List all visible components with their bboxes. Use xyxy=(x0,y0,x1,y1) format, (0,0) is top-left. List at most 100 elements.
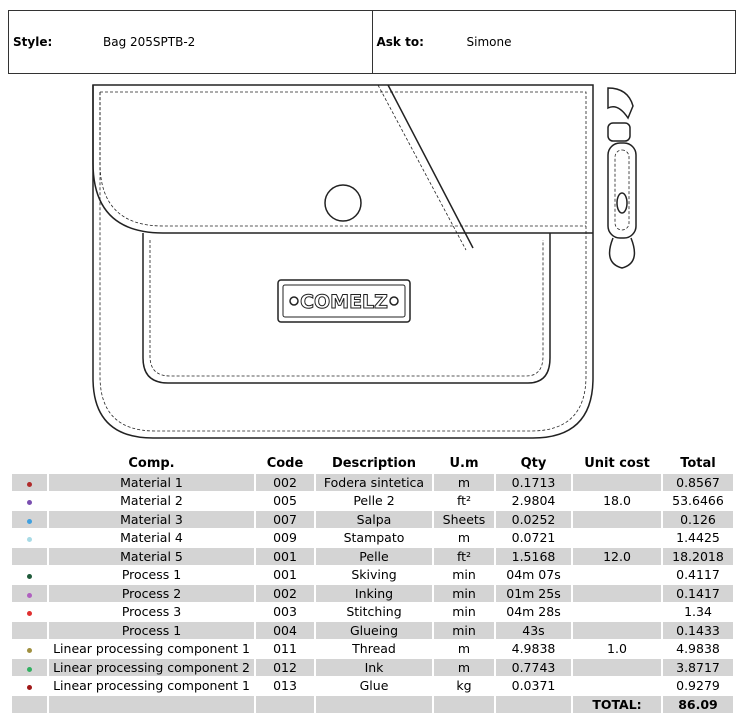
col-description: Description xyxy=(331,456,417,472)
color-cell xyxy=(12,603,47,621)
style-value: Bag 205SPTB-2 xyxy=(103,35,196,49)
total-row: TOTAL:86.09 xyxy=(12,695,733,713)
cell-unit: 18.0 xyxy=(603,493,631,509)
cell-qty: 0.7743 xyxy=(496,658,571,676)
cell-comp: Material 4 xyxy=(120,530,183,546)
cell-unit: 1.0 xyxy=(607,641,627,657)
cell-total: 0.4117 xyxy=(676,567,720,583)
cell-unit xyxy=(573,658,661,676)
cell-unit xyxy=(573,510,661,528)
color-dot-icon xyxy=(27,666,32,672)
cell-um: kg xyxy=(456,678,472,694)
style-label: Style: xyxy=(13,35,53,49)
cell-code: 001 xyxy=(256,547,314,565)
color-cell xyxy=(12,473,47,491)
cell-total: 18.2018 xyxy=(663,547,733,565)
cell-qty: 0.0371 xyxy=(511,678,556,694)
cell-desc: Inking xyxy=(316,584,432,602)
color-cell xyxy=(12,529,47,547)
cell-qty: 04m 07s xyxy=(506,567,561,583)
color-dot-icon xyxy=(27,611,32,617)
cell-total: 0.8567 xyxy=(663,473,733,491)
cell-unit: 12.0 xyxy=(573,547,661,565)
color-dot-icon xyxy=(27,481,32,487)
cell-um: min xyxy=(434,584,494,602)
cost-table: Comp. Code Description U.m Qty Unit cost… xyxy=(10,454,735,714)
col-qty: Qty xyxy=(520,456,547,472)
color-cell xyxy=(12,640,47,658)
cell-um: min xyxy=(434,621,494,639)
cell-qty: 0.0721 xyxy=(511,530,556,546)
total-value: 86.09 xyxy=(663,695,733,713)
cell-unit xyxy=(573,584,661,602)
cell-code: 013 xyxy=(273,678,297,694)
cell-code: 004 xyxy=(256,621,314,639)
color-cell xyxy=(12,510,47,528)
cell-qty: 04m 28s xyxy=(506,604,561,620)
header-box: Style: Bag 205SPTB-2 Ask to: Simone xyxy=(8,10,736,74)
cell-total: 0.1417 xyxy=(663,584,733,602)
color-dot-icon xyxy=(27,592,32,598)
cell-comp: Material 5 xyxy=(49,547,254,565)
color-cell xyxy=(12,547,47,565)
color-cell xyxy=(12,677,47,695)
cell-comp: Process 1 xyxy=(121,567,182,583)
cell-comp: Linear processing component 1 xyxy=(53,678,250,694)
cell-qty: 01m 25s xyxy=(496,584,571,602)
cell-um: ft² xyxy=(456,493,472,509)
col-code: Code xyxy=(266,456,304,472)
cell-comp: Material 2 xyxy=(120,493,183,509)
cell-code: 002 xyxy=(256,473,314,491)
col-total: Total xyxy=(680,456,716,472)
cell-um: min xyxy=(452,567,476,583)
cell-qty: 0.0252 xyxy=(496,510,571,528)
cell-comp: Linear processing component 1 xyxy=(53,641,250,657)
cell-total: 3.8717 xyxy=(663,658,733,676)
cell-comp: Linear processing component 2 xyxy=(49,658,254,676)
cell-total: 53.6466 xyxy=(672,493,724,509)
cell-desc: Stampato xyxy=(343,530,405,546)
cell-qty: 1.5168 xyxy=(496,547,571,565)
cell-comp: Material 1 xyxy=(49,473,254,491)
cell-unit xyxy=(573,677,661,695)
cell-code: 011 xyxy=(273,641,297,657)
color-dot-icon xyxy=(27,648,32,654)
color-dot-icon xyxy=(27,500,32,506)
cell-code: 002 xyxy=(256,584,314,602)
logo-text: COMELZ xyxy=(300,291,388,313)
ask-label: Ask to: xyxy=(376,35,424,49)
cell-desc: Glueing xyxy=(316,621,432,639)
cell-code: 001 xyxy=(273,567,297,583)
cell-desc: Pelle xyxy=(316,547,432,565)
cell-desc: Salpa xyxy=(316,510,432,528)
cell-unit xyxy=(573,621,661,639)
cell-unit xyxy=(573,529,661,547)
cell-um: m xyxy=(434,473,494,491)
cell-qty: 4.9838 xyxy=(511,641,556,657)
cell-qty: 0.1713 xyxy=(496,473,571,491)
color-dot-icon xyxy=(27,574,32,580)
logo-plate xyxy=(277,279,411,323)
table-header: Comp. Code Description U.m Qty Unit cost… xyxy=(12,455,733,473)
cell-um: Sheets xyxy=(434,510,494,528)
color-cell xyxy=(12,584,47,602)
cell-qty: 2.9804 xyxy=(511,493,556,509)
cell-desc: Skiving xyxy=(351,567,397,583)
cell-total: 1.34 xyxy=(684,604,712,620)
cell-um: min xyxy=(452,604,476,620)
cell-um: m xyxy=(457,641,471,657)
cell-desc: Pelle 2 xyxy=(353,493,395,509)
col-comp: Comp. xyxy=(128,456,175,472)
cell-total: 0.126 xyxy=(663,510,733,528)
cell-comp: Process 3 xyxy=(121,604,182,620)
color-dot-icon xyxy=(27,537,32,543)
color-cell xyxy=(12,492,47,510)
cell-total: 1.4425 xyxy=(676,530,720,546)
cell-total: 0.1433 xyxy=(663,621,733,639)
